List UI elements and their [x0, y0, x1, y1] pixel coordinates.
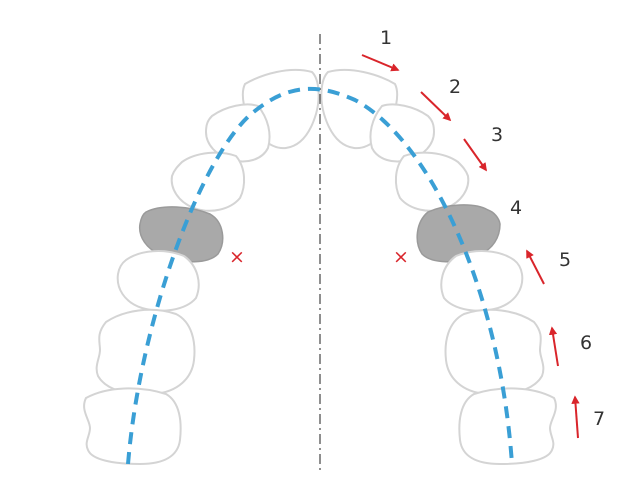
movement-arrow-7 [571, 395, 580, 439]
movement-label-7: 7 [593, 408, 605, 430]
movement-arrow-5 [526, 249, 545, 285]
movement-label-1: 1 [380, 27, 392, 49]
movement-arrows [361, 54, 580, 439]
movement-label-2: 2 [449, 76, 461, 98]
tooth-left-lateral-incisor [205, 103, 271, 163]
extraction-x-mark-left: × [229, 246, 245, 268]
tooth-left-second-molar [83, 387, 182, 465]
tooth-left-first-premolar-extraction [138, 206, 224, 263]
movement-label-5: 5 [559, 249, 571, 271]
tooth-left-canine [170, 151, 246, 212]
dental-arch-line [126, 86, 514, 465]
right-teeth [320, 68, 557, 465]
tooth-left-second-premolar [116, 250, 200, 312]
tooth-left-first-molar [95, 308, 196, 396]
tooth-right-second-premolar [440, 250, 524, 312]
extraction-x-mark-right: × [393, 246, 409, 268]
tooth-right-lateral-incisor [369, 103, 435, 163]
movement-label-3: 3 [491, 124, 503, 146]
movement-label-4: 4 [510, 197, 522, 219]
movement-arrow-3 [463, 138, 487, 172]
movement-label-6: 6 [580, 332, 592, 354]
extraction-marks: × × [229, 246, 409, 268]
movement-arrow-2 [420, 91, 452, 122]
left-teeth [83, 68, 320, 465]
movement-arrow-6 [548, 326, 559, 367]
movement-arrow-1 [361, 54, 400, 72]
tooth-right-second-molar [458, 387, 557, 465]
movement-labels: 1 2 3 4 5 6 7 [380, 27, 605, 430]
